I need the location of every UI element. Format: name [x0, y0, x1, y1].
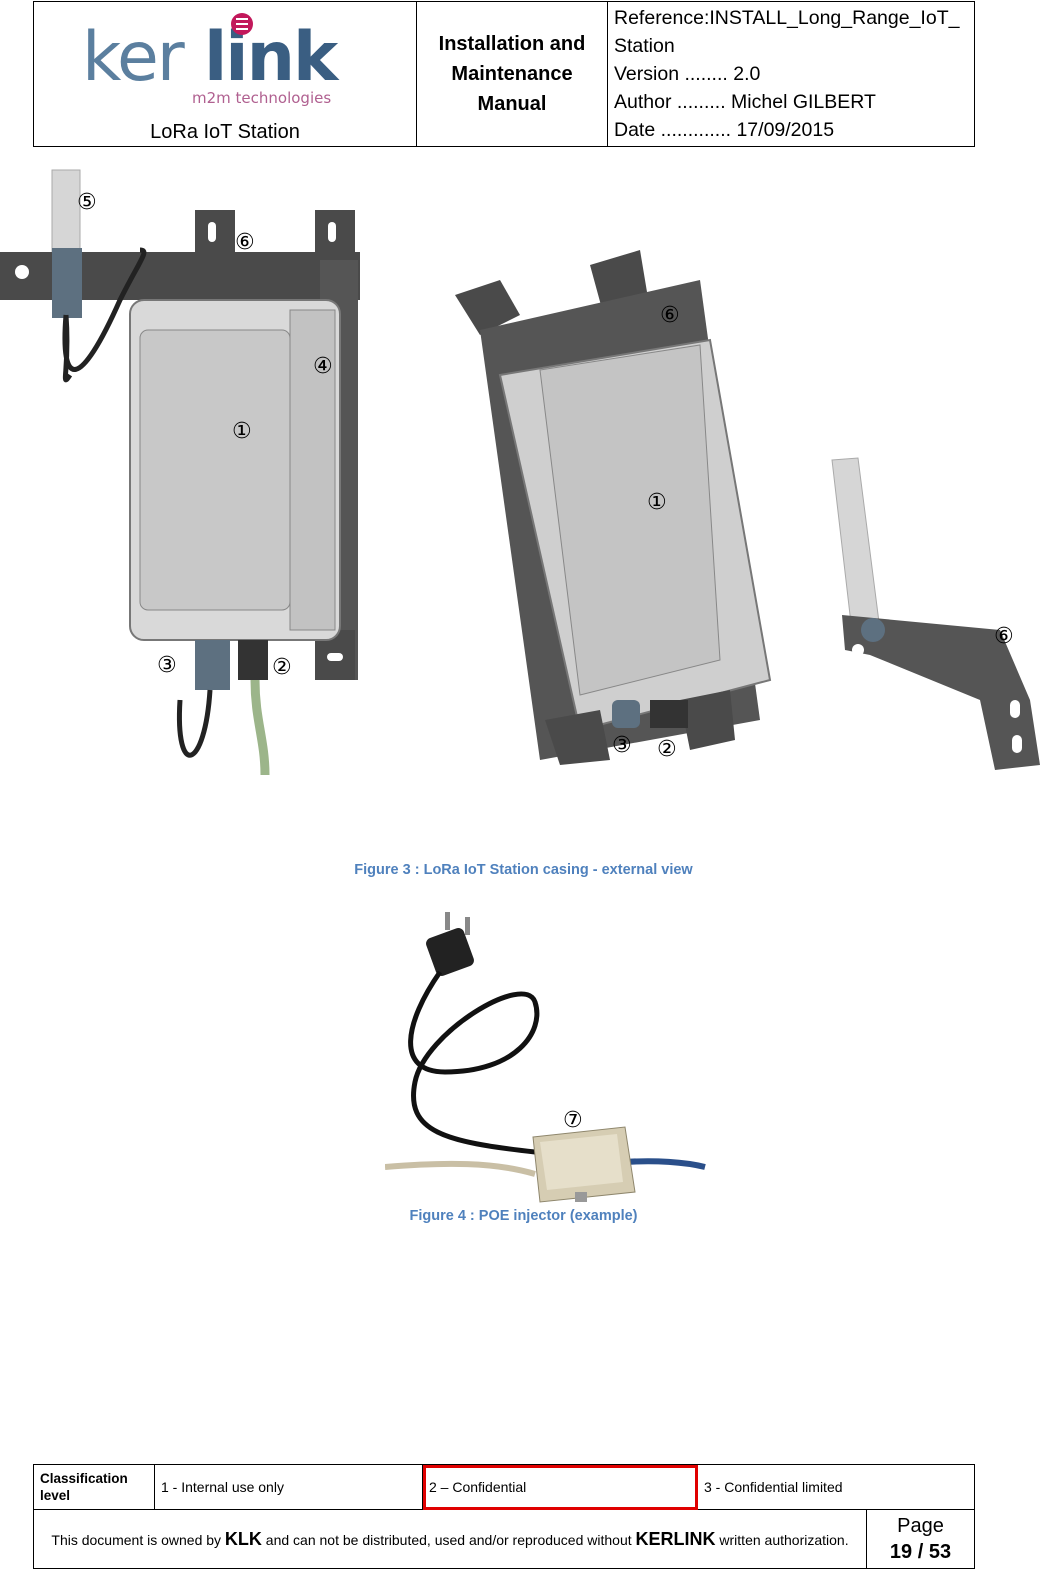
reference-line: Reference:INSTALL_Long_Range_IoT_ — [614, 7, 960, 29]
marker-6: ⑥ — [660, 303, 680, 328]
figure3-caption: Figure 3 : LoRa IoT Station casing - ext… — [354, 862, 693, 878]
ownership-pre: This document is owned by — [51, 1531, 225, 1548]
bracket-view — [831, 457, 1040, 770]
date-line: Date ............. 17/09/2015 — [614, 119, 835, 141]
station-angled-view — [455, 250, 772, 765]
station-front-view — [0, 169, 360, 776]
marker-7: ⑦ — [563, 1108, 583, 1133]
classification-level-2: 2 – Confidential — [422, 1464, 698, 1510]
marker-6: ⑥ — [994, 624, 1014, 649]
svg-text:ker: ker — [82, 18, 185, 97]
page-cell: Page 19 / 53 — [866, 1509, 975, 1569]
classification-level-1: 1 - Internal use only — [154, 1464, 423, 1510]
svg-text:m2m technologies: m2m technologies — [192, 89, 331, 107]
marker-1: ① — [647, 490, 667, 515]
version-line: Version ........ 2.0 — [614, 63, 761, 85]
document-meta-cell: Reference:INSTALL_Long_Range_IoT_ Statio… — [607, 1, 975, 147]
marker-3: ③ — [157, 653, 177, 678]
kerlink-logo: ker link m2m technologies — [82, 13, 342, 107]
owner-brand: KLK — [224, 1528, 262, 1549]
page-label: Page — [897, 1515, 944, 1537]
svg-text:link: link — [204, 18, 340, 97]
marker-6: ⑥ — [235, 230, 255, 255]
header-table: ker link m2m technologies LoRa IoT Stati… — [33, 1, 975, 147]
reference-line: Station — [614, 35, 675, 57]
page-number: 19 / 53 — [889, 1541, 952, 1563]
marker-4: ④ — [313, 354, 333, 379]
figure4-caption: Figure 4 : POE injector (example) — [409, 1208, 638, 1224]
marker-5: ⑤ — [77, 190, 97, 215]
ownership-notice: This document is owned by KLK and can no… — [33, 1509, 867, 1569]
classification-level-3: 3 - Confidential limited — [697, 1464, 975, 1510]
figure4-illustration — [385, 912, 706, 1203]
author-line: Author ......... Michel GILBERT — [614, 91, 876, 113]
marker-1: ① — [232, 419, 252, 444]
footer-table: Classification level 1 - Internal use on… — [33, 1464, 975, 1569]
classification-label: Classification level — [33, 1464, 155, 1510]
ownership-mid: and can not be distributed, used and/or … — [261, 1531, 636, 1548]
station-label: LoRa IoT Station — [150, 121, 300, 143]
ownership-post: written authorization. — [715, 1531, 849, 1548]
manual-title-line: Manual — [477, 93, 547, 115]
figure3-illustration — [0, 169, 1040, 776]
marker-2: ② — [657, 737, 677, 762]
manual-title-cell: Installation and Maintenance Manual — [416, 1, 608, 147]
manual-title-line: Maintenance — [451, 63, 573, 85]
manual-title-line: Installation and — [438, 33, 586, 55]
header-logo-cell: ker link m2m technologies LoRa IoT Stati… — [33, 1, 417, 147]
marker-2: ② — [272, 655, 292, 680]
company-brand: KERLINK — [635, 1528, 716, 1549]
marker-3: ③ — [612, 733, 632, 758]
